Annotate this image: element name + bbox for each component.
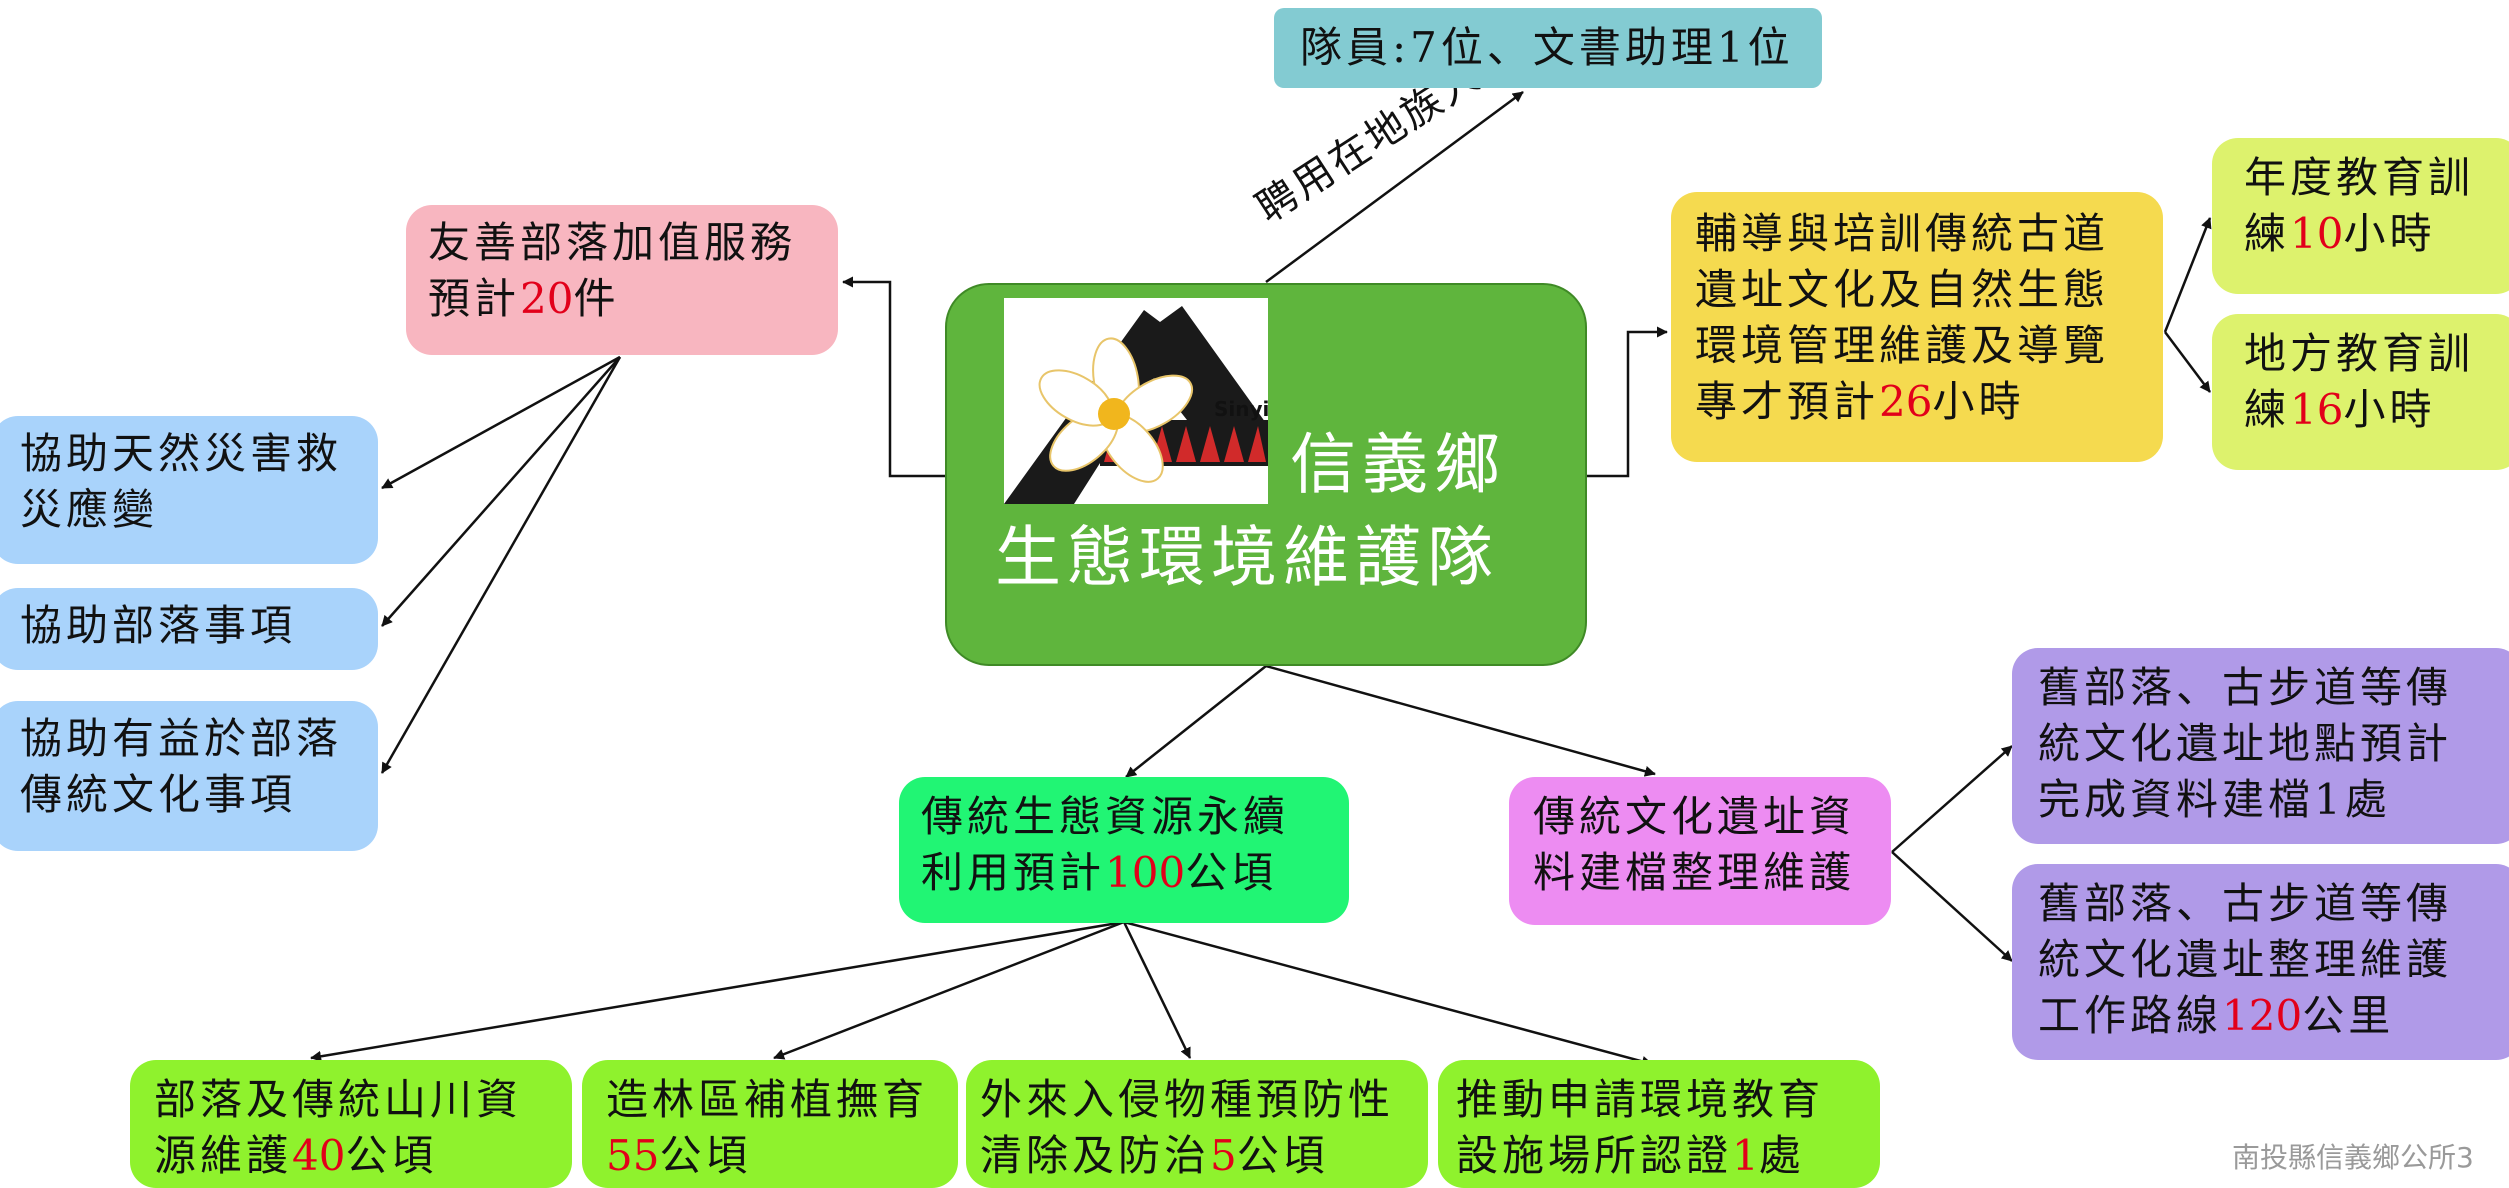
footer-source: 南投縣信義鄉公所3 bbox=[2232, 1141, 2474, 1174]
arrow-to-training bbox=[1587, 326, 1668, 478]
arrow-to-culture-affairs bbox=[380, 356, 622, 774]
service-node: 友善部落加值服務預計20件 bbox=[406, 205, 838, 355]
arrow-to-heritage-item-2 bbox=[1891, 851, 2013, 962]
training-hours: 26 bbox=[1879, 377, 1933, 426]
arrow-to-disaster bbox=[381, 355, 621, 490]
heritage-item-1: 舊部落、古步道等傳統文化遺址地點預計完成資料建檔1處 bbox=[2012, 648, 2509, 844]
annual-training-node: 年度教育訓練10小時 bbox=[2212, 138, 2509, 294]
service-item-disaster: 協助天然災害救災應變 bbox=[0, 416, 378, 564]
heritage-node: 傳統文化遺址資料建檔整理維護 bbox=[1509, 777, 1891, 925]
center-title-line1: 信義鄉 bbox=[1290, 426, 1506, 503]
arrow-to-eco bbox=[1125, 665, 1267, 778]
local-training-node: 地方教育訓練16小時 bbox=[2212, 314, 2509, 470]
arrow-to-annual-training bbox=[2163, 217, 2212, 333]
arrow-to-eco-item-3 bbox=[1122, 921, 1192, 1059]
training-node: 輔導與培訓傳統古道遺址文化及自然生態環境管理維護及導覽專才預計26小時 bbox=[1671, 192, 2163, 462]
arrow-to-eco-item-2 bbox=[773, 920, 1125, 1060]
heritage-item-2: 舊部落、古步道等傳統文化遺址整理維護工作路線120公里 bbox=[2012, 864, 2509, 1060]
svg-text:Sinyi: Sinyi bbox=[1214, 397, 1268, 421]
arrow-to-eco-item-1 bbox=[310, 920, 1125, 1062]
service-count: 20 bbox=[520, 274, 574, 323]
mountain-flower-logo-icon: Sinyi bbox=[1004, 306, 1269, 504]
arrow-to-staff bbox=[1265, 90, 1524, 284]
arrow-to-heritage bbox=[1265, 664, 1656, 777]
eco-item-3: 外來入侵物種預防性清除及防治5公頃 bbox=[966, 1060, 1428, 1188]
arrow-to-local-training bbox=[2164, 331, 2211, 393]
eco-hectares: 100 bbox=[1105, 848, 1186, 897]
arrow-to-tribal-affairs bbox=[381, 356, 621, 627]
arrow-to-eco-item-4 bbox=[1123, 920, 1653, 1067]
eco-item-2: 造林區補植撫育55公頃 bbox=[582, 1060, 958, 1188]
arrow-to-service bbox=[842, 276, 945, 478]
arrow-to-heritage-item-1 bbox=[1891, 745, 2013, 853]
eco-item-1: 部落及傳統山川資源維護40公頃 bbox=[130, 1060, 572, 1188]
center-title-line2: 生態環境維護隊 bbox=[995, 519, 1499, 596]
staff-node: 隊員:7位、文書助理1位 bbox=[1274, 8, 1822, 88]
sinyi-logo: Sinyi bbox=[1004, 298, 1269, 504]
eco-item-4: 推動申請環境教育設施場所認證1處 bbox=[1438, 1060, 1880, 1188]
service-item-tribal-affairs: 協助部落事項 bbox=[0, 588, 378, 670]
service-item-culture-affairs: 協助有益於部落傳統文化事項 bbox=[0, 701, 378, 851]
eco-node: 傳統生態資源永續利用預計100公頃 bbox=[899, 777, 1349, 923]
staff-text: 隊員:7位、文書助理1位 bbox=[1300, 23, 1794, 72]
